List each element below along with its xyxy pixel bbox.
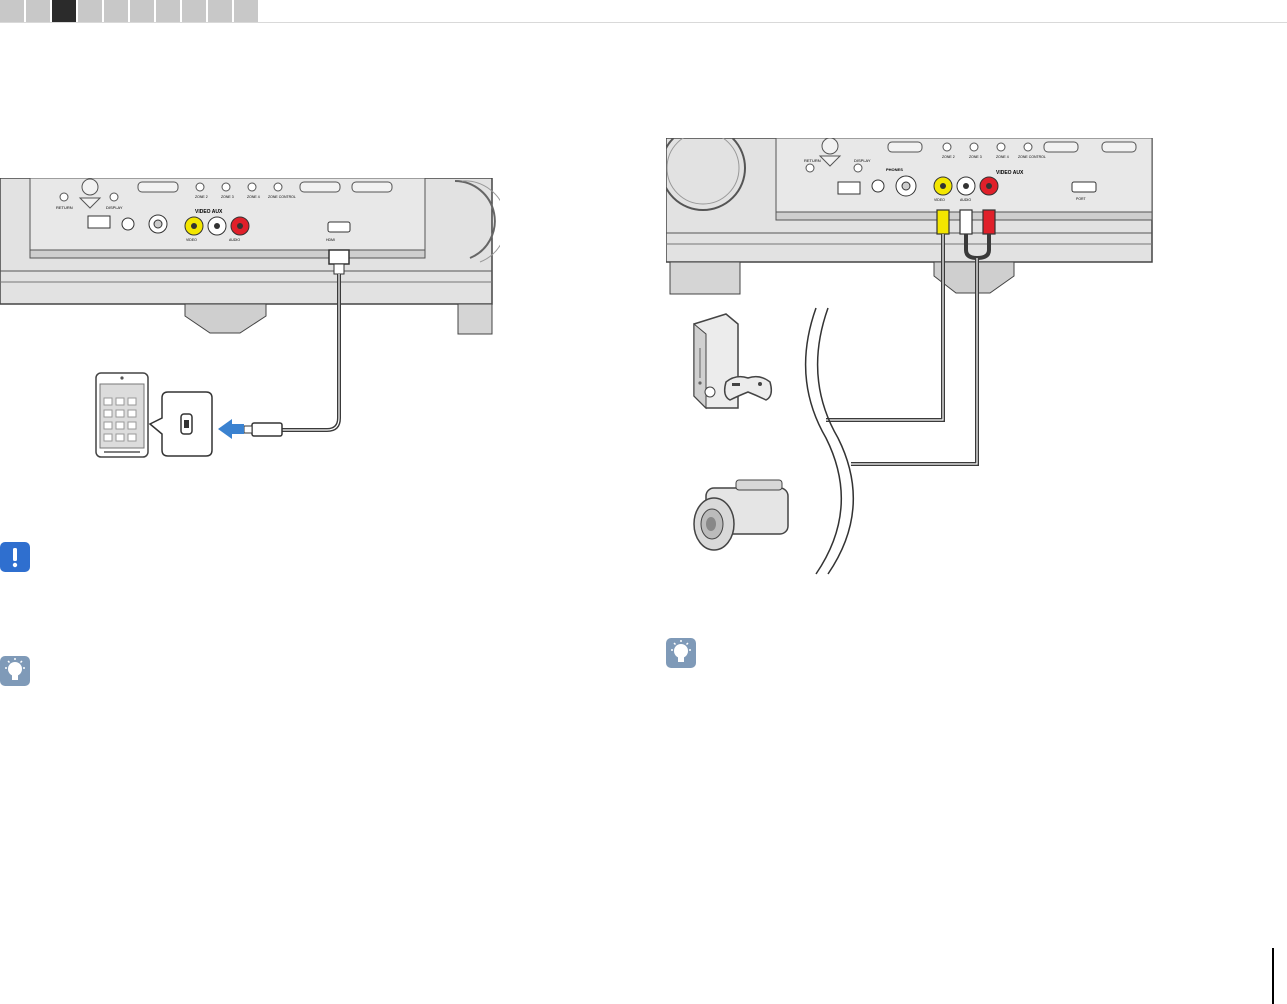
video-jack-label-right: VIDEO [934, 198, 945, 202]
lightbulb-icon [0, 656, 30, 686]
zone2-label: ZONE 2 [195, 195, 208, 199]
video-jack-label: VIDEO [186, 238, 197, 242]
zone4-label: ZONE 4 [247, 195, 260, 199]
zone3-label: ZONE 3 [221, 195, 234, 199]
zone2-label-right: ZONE 2 [942, 155, 955, 159]
camcorder-icon [693, 479, 789, 551]
top-divider [0, 22, 1287, 23]
section-tab[interactable] [130, 0, 154, 22]
return-label: RETURN [56, 205, 73, 210]
exclamation-icon [0, 542, 30, 572]
zone-control-label-right: ZONE CONTROL [1018, 155, 1046, 159]
section-tab[interactable] [0, 0, 24, 22]
hdmi-jack-label: HDMI [326, 238, 335, 242]
hdmi-connection-figure: RETURN DISPLAY ZONE 2 ZONE 3 ZONE 4 ZONE… [0, 178, 500, 458]
video-aux-label-right: VIDEO AUX [996, 170, 1024, 176]
display-label-right: DISPLAY [854, 158, 871, 163]
port-label-right: PORT [1076, 197, 1087, 201]
av-connection-figure: RETURN DISPLAY ZONE 2 ZONE 3 ZONE 4 ZONE… [666, 138, 1153, 575]
section-tabs [0, 0, 258, 22]
zone4-label-right: ZONE 4 [996, 155, 1009, 159]
insert-arrow-icon [218, 419, 244, 439]
video-aux-label: VIDEO AUX [195, 209, 223, 215]
zone3-label-right: ZONE 3 [969, 155, 982, 159]
audio-jack-label: AUDIO [229, 238, 240, 242]
section-tab[interactable] [208, 0, 232, 22]
zone-control-label: ZONE CONTROL [268, 195, 296, 199]
section-tab[interactable] [78, 0, 102, 22]
section-tab-active[interactable] [52, 0, 76, 22]
return-label-right: RETURN [804, 158, 821, 163]
page-edge-marker [1272, 948, 1274, 1004]
audio-jack-label-right: AUDIO [960, 198, 971, 202]
lightbulb-icon [666, 638, 696, 668]
section-tab[interactable] [26, 0, 50, 22]
section-tab[interactable] [182, 0, 206, 22]
section-tab[interactable] [156, 0, 180, 22]
section-tab[interactable] [234, 0, 258, 22]
display-label: DISPLAY [106, 205, 123, 210]
game-console-icon [693, 313, 773, 410]
smartphone-icon [95, 372, 149, 458]
section-tab[interactable] [104, 0, 128, 22]
phones-label-right: PHONES [886, 167, 903, 172]
